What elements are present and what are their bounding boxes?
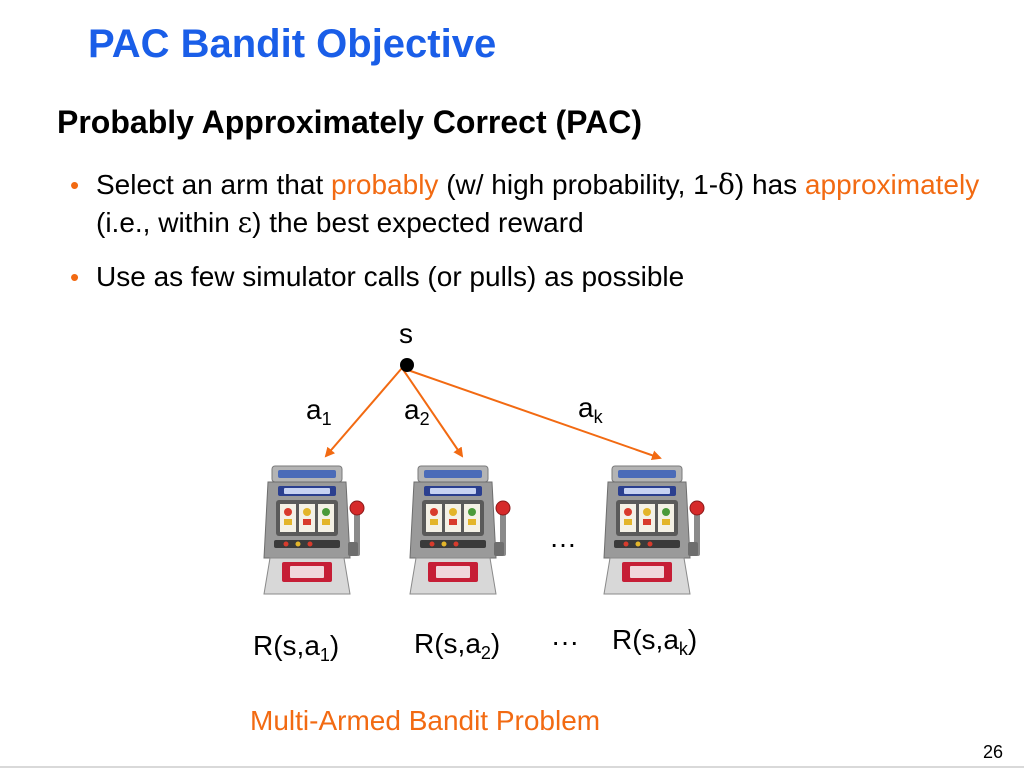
highlight-probably: probably bbox=[331, 169, 439, 200]
state-node bbox=[400, 358, 414, 372]
bullet-text: Use as few simulator calls (or pulls) as… bbox=[96, 261, 685, 292]
bullet-text: Select an arm that bbox=[96, 169, 332, 200]
arm-label-k: ak bbox=[578, 392, 603, 427]
bullet-text: (w/ high probability, 1- bbox=[438, 169, 719, 200]
arm-label-base: a bbox=[578, 392, 594, 423]
reward-label-base: R(s,a bbox=[414, 628, 481, 659]
reward-label-sub: 1 bbox=[319, 645, 330, 665]
reward-label-k: R(s,ak) bbox=[612, 624, 698, 659]
reward-label-base: R(s,a bbox=[253, 630, 320, 661]
arrow-a1 bbox=[324, 367, 403, 458]
reward-label-sub: k bbox=[678, 639, 688, 659]
arm-label-sub: 2 bbox=[419, 409, 430, 429]
bullet-text: ) the best expected reward bbox=[252, 207, 584, 238]
slot-machine-icon bbox=[263, 465, 365, 595]
reward-label-close: ) bbox=[490, 628, 501, 659]
bullet-marker: • bbox=[70, 262, 80, 292]
arm-label-base: a bbox=[404, 394, 420, 425]
slide-title: PAC Bandit Objective bbox=[88, 22, 497, 66]
reward-label-close: ) bbox=[687, 624, 698, 655]
page-number: 26 bbox=[983, 742, 1004, 762]
state-label: s bbox=[399, 318, 413, 349]
arm-label-sub: 1 bbox=[321, 409, 332, 429]
bullet-marker: • bbox=[70, 170, 80, 200]
arms-ellipsis: … bbox=[549, 522, 577, 553]
reward-label-2: R(s,a2) bbox=[414, 628, 501, 663]
epsilon-symbol: ε bbox=[237, 206, 253, 239]
arm-label-1: a1 bbox=[306, 394, 332, 429]
slot-machine-icon bbox=[603, 465, 705, 595]
bullet-item-select-arm: • Select an arm that probably (w/ high p… bbox=[62, 166, 992, 242]
highlight-approximately: approximately bbox=[804, 169, 980, 200]
bullet-item-few-calls: • Use as few simulator calls (or pulls) … bbox=[62, 258, 992, 296]
delta-symbol: δ bbox=[718, 168, 735, 201]
arm-label-2: a2 bbox=[404, 394, 430, 429]
arm-label-base: a bbox=[306, 394, 322, 425]
diagram-caption: Multi-Armed Bandit Problem bbox=[250, 705, 601, 736]
bullet-list: • Select an arm that probably (w/ high p… bbox=[62, 166, 992, 312]
reward-label-base: R(s,a bbox=[612, 624, 679, 655]
footer-divider bbox=[0, 766, 1024, 768]
slot-machine-icon bbox=[409, 465, 511, 595]
bullet-text: ) has bbox=[734, 169, 805, 200]
reward-label-close: ) bbox=[329, 630, 340, 661]
arrow-ak bbox=[401, 367, 662, 461]
reward-label-sub: 2 bbox=[480, 643, 491, 663]
reward-label-1: R(s,a1) bbox=[253, 630, 340, 665]
reward-ellipsis: ··· bbox=[551, 626, 579, 657]
arm-label-sub: k bbox=[593, 407, 603, 427]
bullet-text: (i.e., within bbox=[96, 207, 238, 238]
slide-subtitle: Probably Approximately Correct (PAC) bbox=[57, 104, 642, 140]
